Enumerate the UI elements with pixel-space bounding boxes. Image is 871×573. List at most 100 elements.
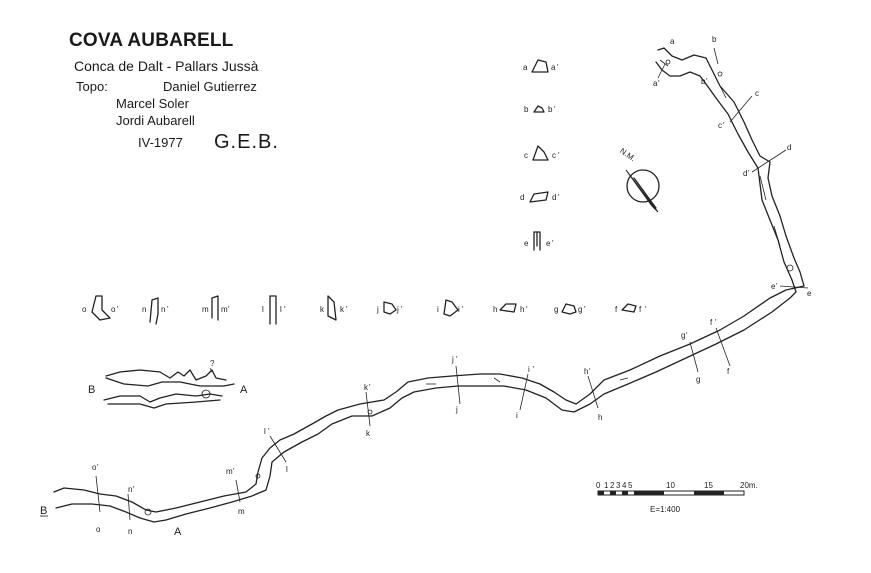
svg-text:d: d xyxy=(552,193,556,202)
svg-text:n: n xyxy=(142,305,146,314)
author-3: Jordi Aubarell xyxy=(116,113,195,128)
svg-text:j: j xyxy=(396,305,399,314)
svg-text:3: 3 xyxy=(616,481,621,490)
section-a xyxy=(531,59,549,73)
label-g: g xyxy=(696,375,700,384)
svg-text:h: h xyxy=(493,305,497,314)
section-k xyxy=(327,295,337,321)
svg-text:': ' xyxy=(167,305,169,314)
svg-text:': ' xyxy=(776,282,778,291)
plan-floor-detail xyxy=(659,59,781,247)
section-g xyxy=(561,303,577,315)
profile-middle xyxy=(105,377,235,387)
svg-text:': ' xyxy=(346,305,348,314)
label-l-prime: l xyxy=(264,427,266,436)
label-l: l xyxy=(286,465,288,474)
svg-text:o: o xyxy=(111,305,116,314)
svg-text:c: c xyxy=(524,151,528,160)
profile-upper xyxy=(105,369,227,381)
svg-text:a: a xyxy=(523,63,528,72)
label-j: j xyxy=(455,405,458,414)
svg-text:15: 15 xyxy=(704,481,713,490)
svg-text:b: b xyxy=(548,105,553,114)
label-a: a xyxy=(670,37,675,46)
label-f-prime: f xyxy=(710,318,713,327)
label-d: d xyxy=(787,143,791,152)
svg-text:c: c xyxy=(552,151,556,160)
profile-lower xyxy=(103,393,223,403)
plan-step-3 xyxy=(619,377,629,381)
longitudinal-profile xyxy=(103,367,235,409)
label-h-prime: h xyxy=(584,367,588,376)
svg-text:g: g xyxy=(578,305,582,314)
label-i: i xyxy=(516,411,518,420)
svg-text:': ' xyxy=(228,305,230,314)
svg-text:h: h xyxy=(520,305,524,314)
cave-plan xyxy=(53,47,805,523)
north-arrow: N.M. xyxy=(618,146,660,213)
section-l xyxy=(269,295,277,325)
svg-text:': ' xyxy=(552,239,554,248)
section-j xyxy=(383,301,397,315)
svg-text:': ' xyxy=(369,383,371,392)
label-b-prime: b xyxy=(701,77,706,86)
svg-text:k: k xyxy=(320,305,325,314)
section-f xyxy=(621,303,637,313)
svg-text:f: f xyxy=(615,305,618,314)
label-e: e xyxy=(807,289,812,298)
profile-question-line xyxy=(209,367,213,373)
label-b: b xyxy=(712,35,717,44)
author-2: Marcel Soler xyxy=(116,96,189,111)
svg-text:': ' xyxy=(584,305,586,314)
svg-text:': ' xyxy=(462,305,464,314)
svg-text:': ' xyxy=(748,169,750,178)
svg-text:4: 4 xyxy=(622,481,627,490)
plan-block-3 xyxy=(786,264,794,272)
svg-text:': ' xyxy=(456,355,458,364)
plan-block-1 xyxy=(665,59,671,65)
svg-text:a: a xyxy=(551,63,556,72)
section-c xyxy=(532,145,549,161)
svg-text:2: 2 xyxy=(610,481,615,490)
topo-label: Topo: xyxy=(76,79,108,94)
label-o: o xyxy=(96,525,101,534)
svg-text:5: 5 xyxy=(628,481,633,490)
cross-sections-column: a a ' b b ' c c ' d d ' e e ' xyxy=(520,59,560,251)
profile-right-label: A xyxy=(240,384,248,396)
label-m: m xyxy=(238,507,245,516)
label-g-prime: g xyxy=(681,331,685,340)
svg-text:': ' xyxy=(715,318,717,327)
label-j-prime: j xyxy=(451,355,454,364)
svg-text:k: k xyxy=(340,305,345,314)
svg-text:20m.: 20m. xyxy=(740,481,758,490)
svg-text:': ' xyxy=(533,365,535,374)
label-e-prime: e xyxy=(771,282,776,291)
svg-text:': ' xyxy=(658,79,660,88)
plan-lower-wall xyxy=(55,61,797,523)
label-h: h xyxy=(598,413,602,422)
svg-text:': ' xyxy=(117,305,119,314)
svg-text:g: g xyxy=(554,305,558,314)
north-label: N.M. xyxy=(618,146,637,163)
label-d-prime: d xyxy=(743,169,747,178)
svg-text:1: 1 xyxy=(604,481,609,490)
svg-text:': ' xyxy=(284,305,286,314)
section-d xyxy=(529,191,549,203)
label-n: n xyxy=(128,527,132,536)
profile-unknown-label: ? xyxy=(210,359,215,368)
scale-bar: 0 1 2 3 4 5 10 15 20m. E=1:400 xyxy=(596,481,758,514)
plan-step-2 xyxy=(493,377,501,383)
svg-text:': ' xyxy=(723,121,725,130)
svg-text:': ' xyxy=(97,463,99,472)
plan-block-5 xyxy=(144,508,152,516)
profile-left-label: B xyxy=(88,384,95,396)
section-e xyxy=(533,231,541,251)
label-k-prime: k xyxy=(364,383,369,392)
section-b xyxy=(533,105,545,113)
svg-text:o: o xyxy=(82,305,87,314)
plan-block-2 xyxy=(717,71,723,77)
svg-text:': ' xyxy=(401,305,403,314)
svg-text:': ' xyxy=(686,331,688,340)
svg-text:e: e xyxy=(546,239,551,248)
